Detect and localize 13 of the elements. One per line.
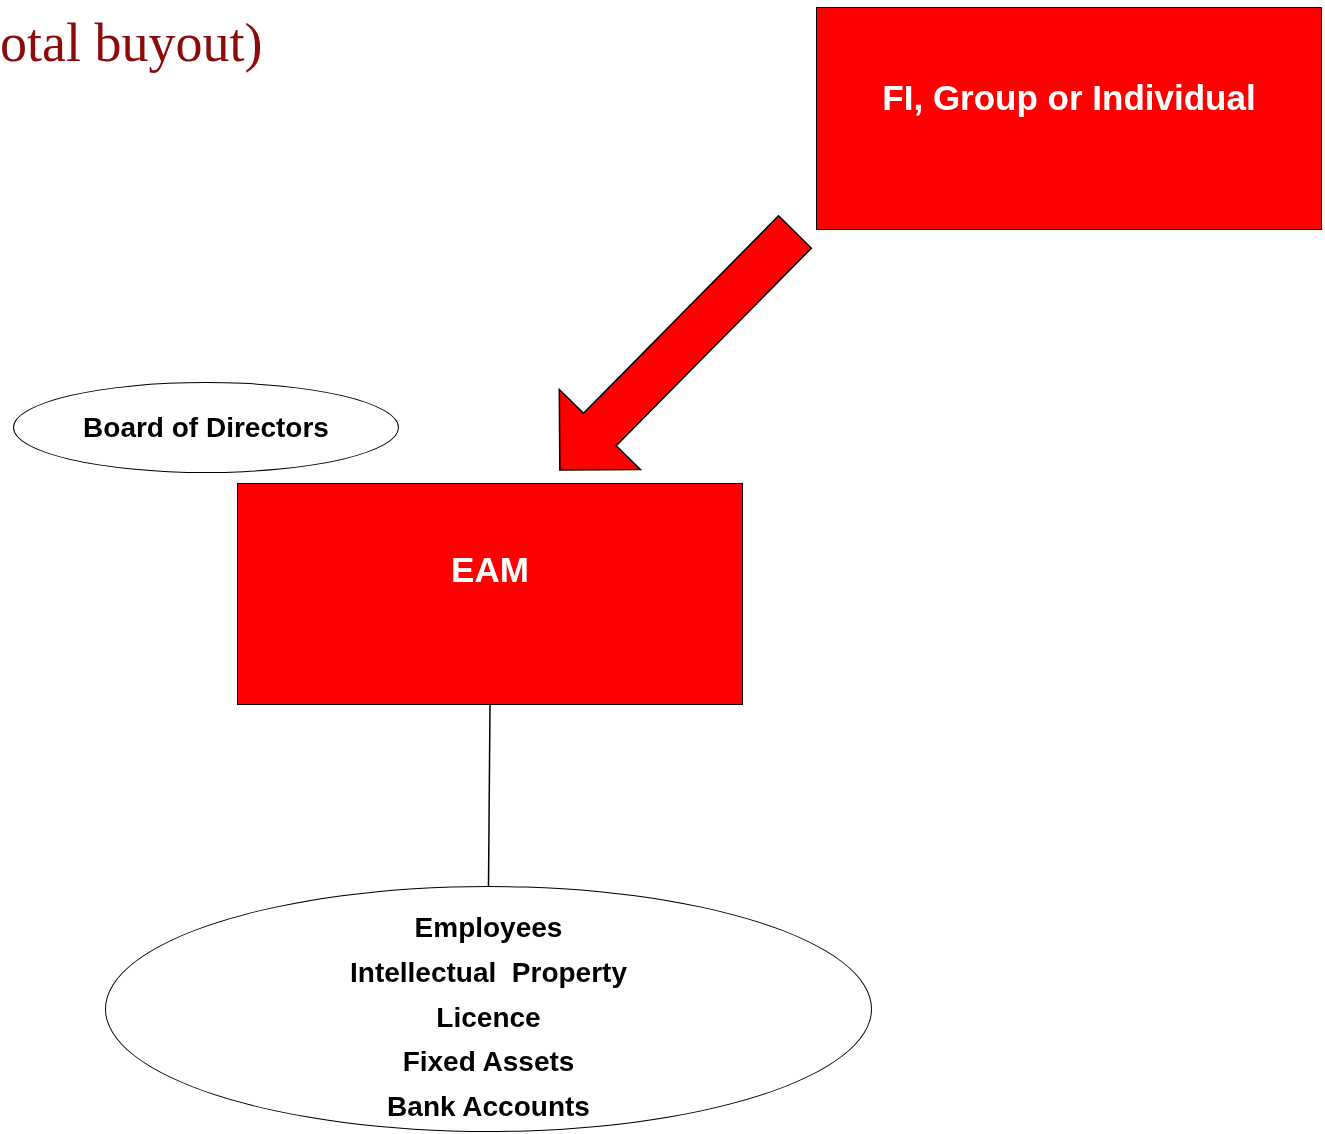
process-box	[816, 7, 1322, 230]
connector-line	[487, 704, 491, 887]
title: otal buyout)	[0, 12, 263, 74]
node-label: Bank Accounts	[387, 1090, 590, 1125]
node-label: Licence	[436, 1000, 541, 1035]
node-label: Intellectual Property	[350, 955, 627, 990]
node-label: FI, Group or Individual	[882, 77, 1256, 119]
node-label: EAM	[451, 549, 529, 591]
node-label: Employees	[414, 911, 563, 945]
node-label: Fixed Assets	[402, 1045, 575, 1080]
process-box	[237, 483, 743, 705]
block-arrow	[558, 214, 813, 471]
node-label: Board of Directors	[83, 411, 329, 445]
